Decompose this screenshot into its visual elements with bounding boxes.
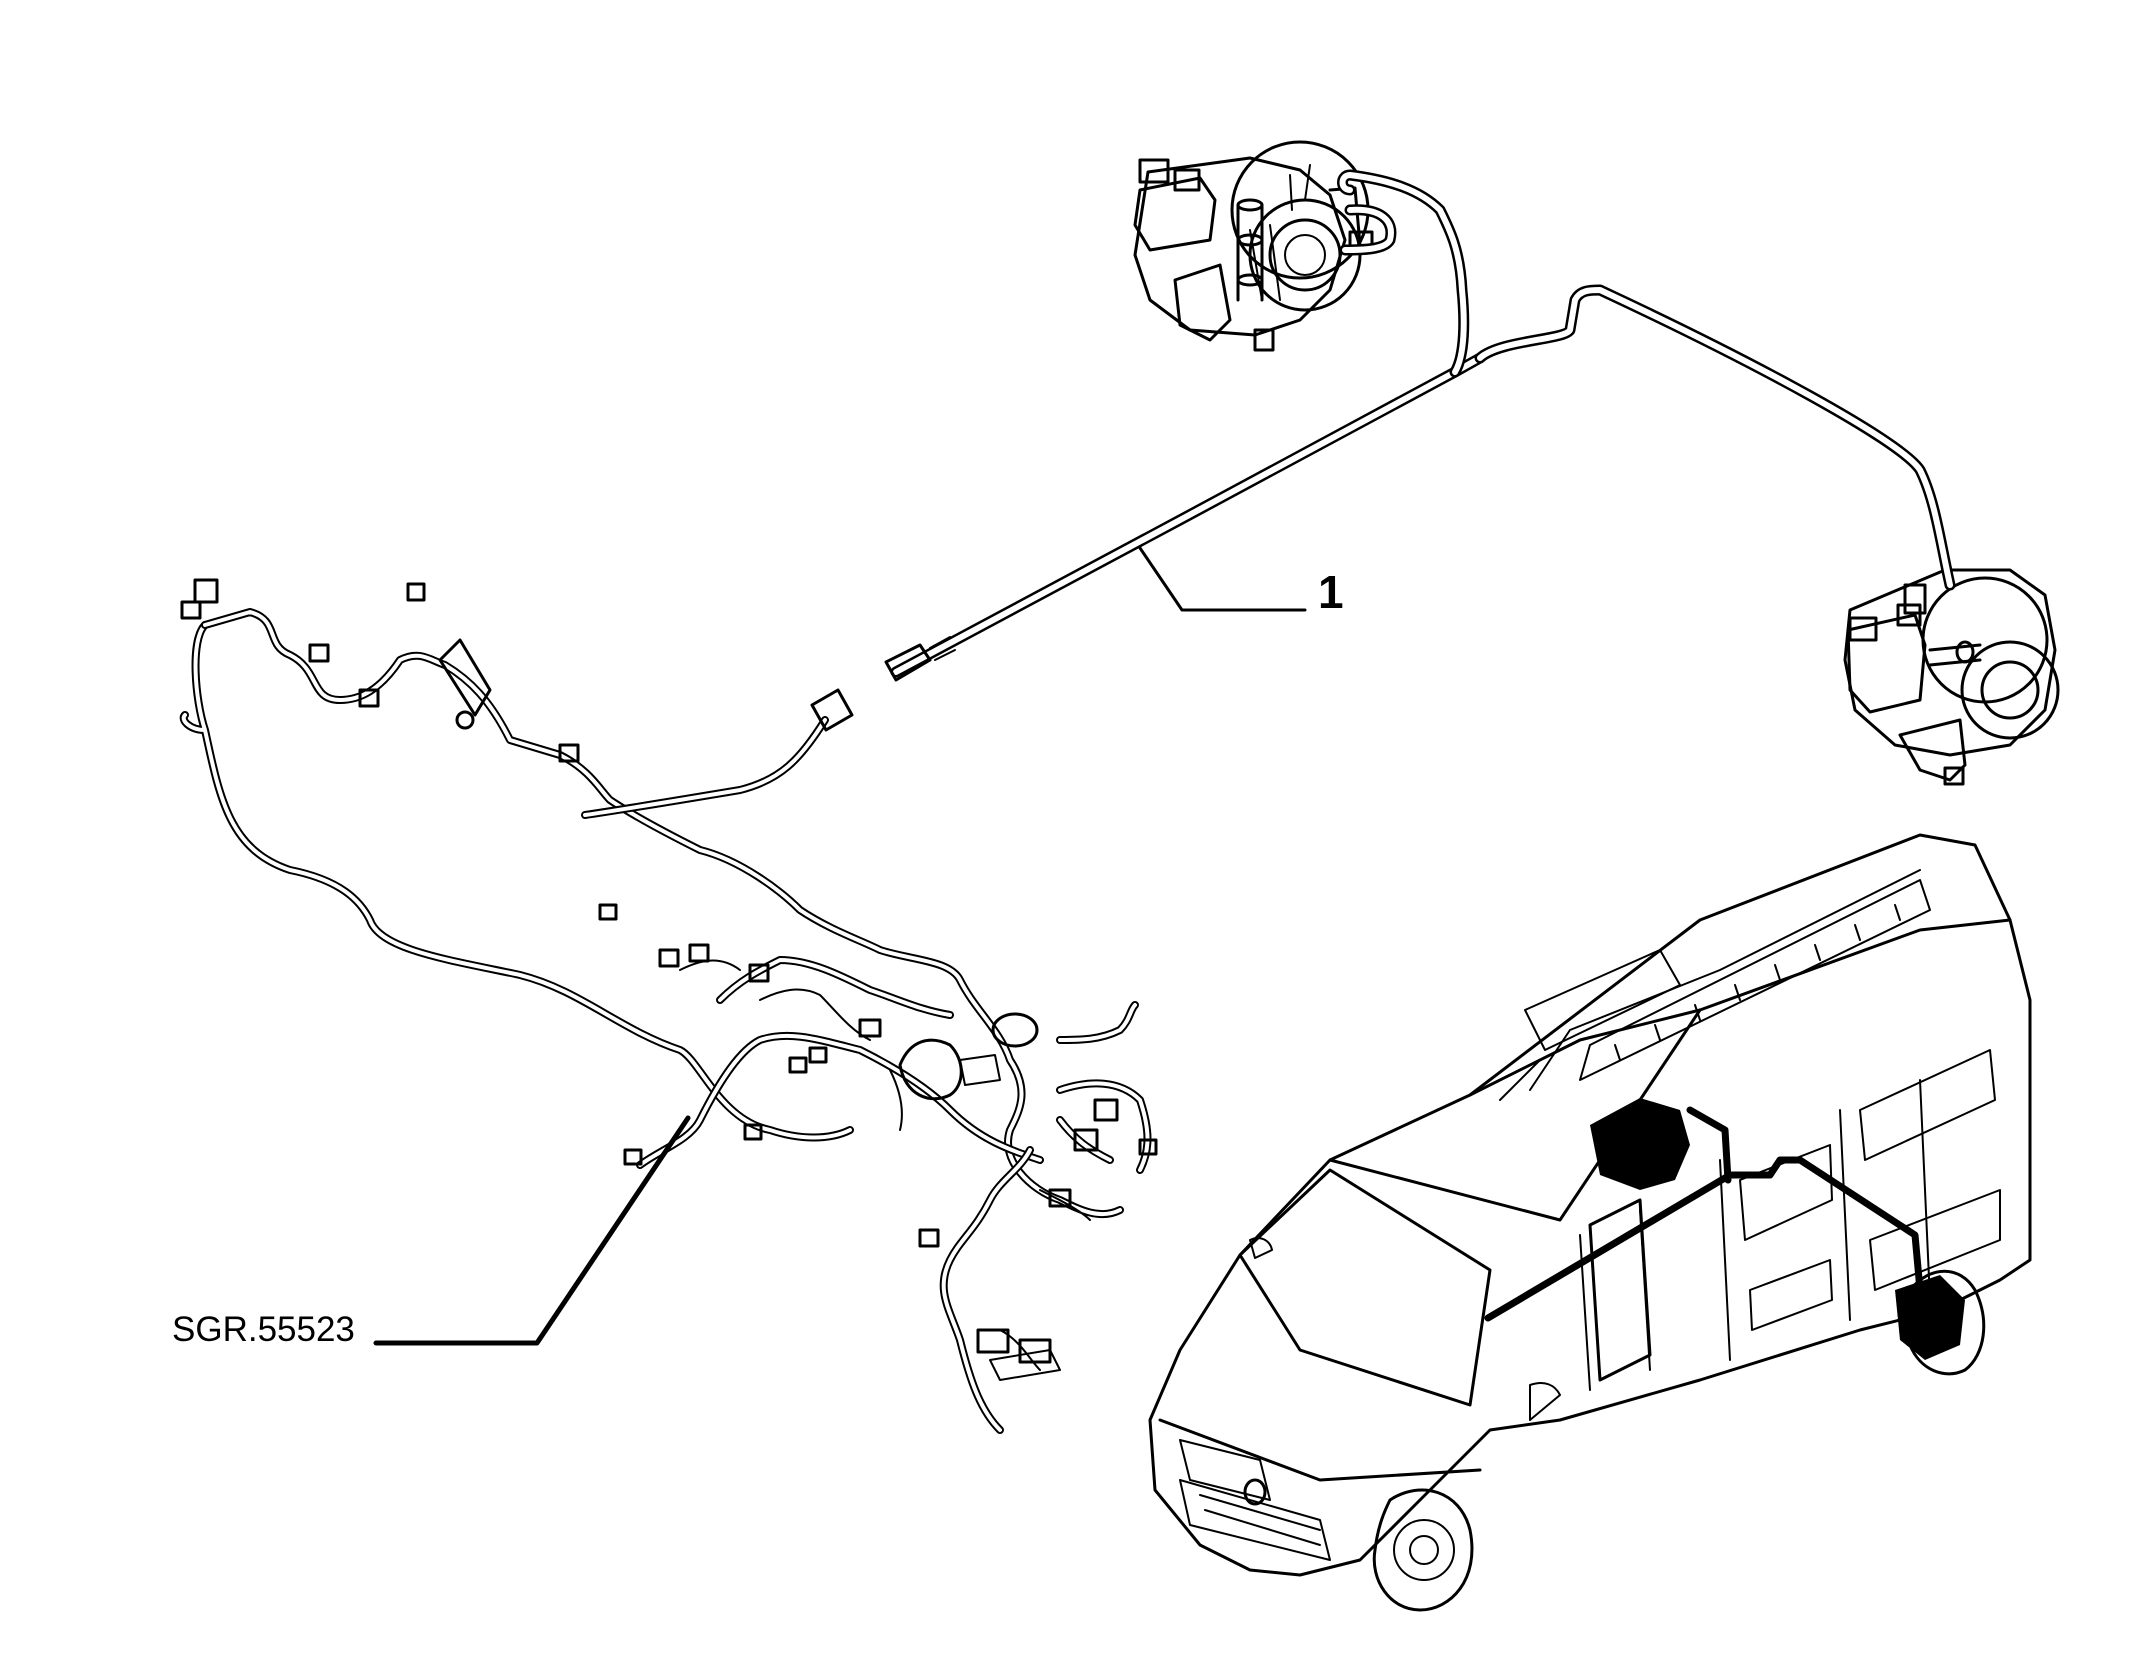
- van-installed-pipe: [1484, 1098, 1965, 1360]
- callout-reference: SGR.55523: [172, 1310, 355, 1349]
- leader-line-ref: [373, 1115, 691, 1346]
- wiring-harness: [179, 578, 1158, 1434]
- callout-item-1: 1: [1318, 566, 1344, 618]
- leader-line-1: [1138, 546, 1307, 612]
- van-pump-front: [1590, 1098, 1690, 1190]
- vacuum-pump-rear: [1843, 568, 2060, 786]
- vacuum-pump-front: [1133, 140, 1374, 352]
- van-illustration: [1148, 833, 2032, 1612]
- vacuum-pipe-assembly: [884, 169, 1956, 682]
- van-pump-rear: [1895, 1275, 1965, 1360]
